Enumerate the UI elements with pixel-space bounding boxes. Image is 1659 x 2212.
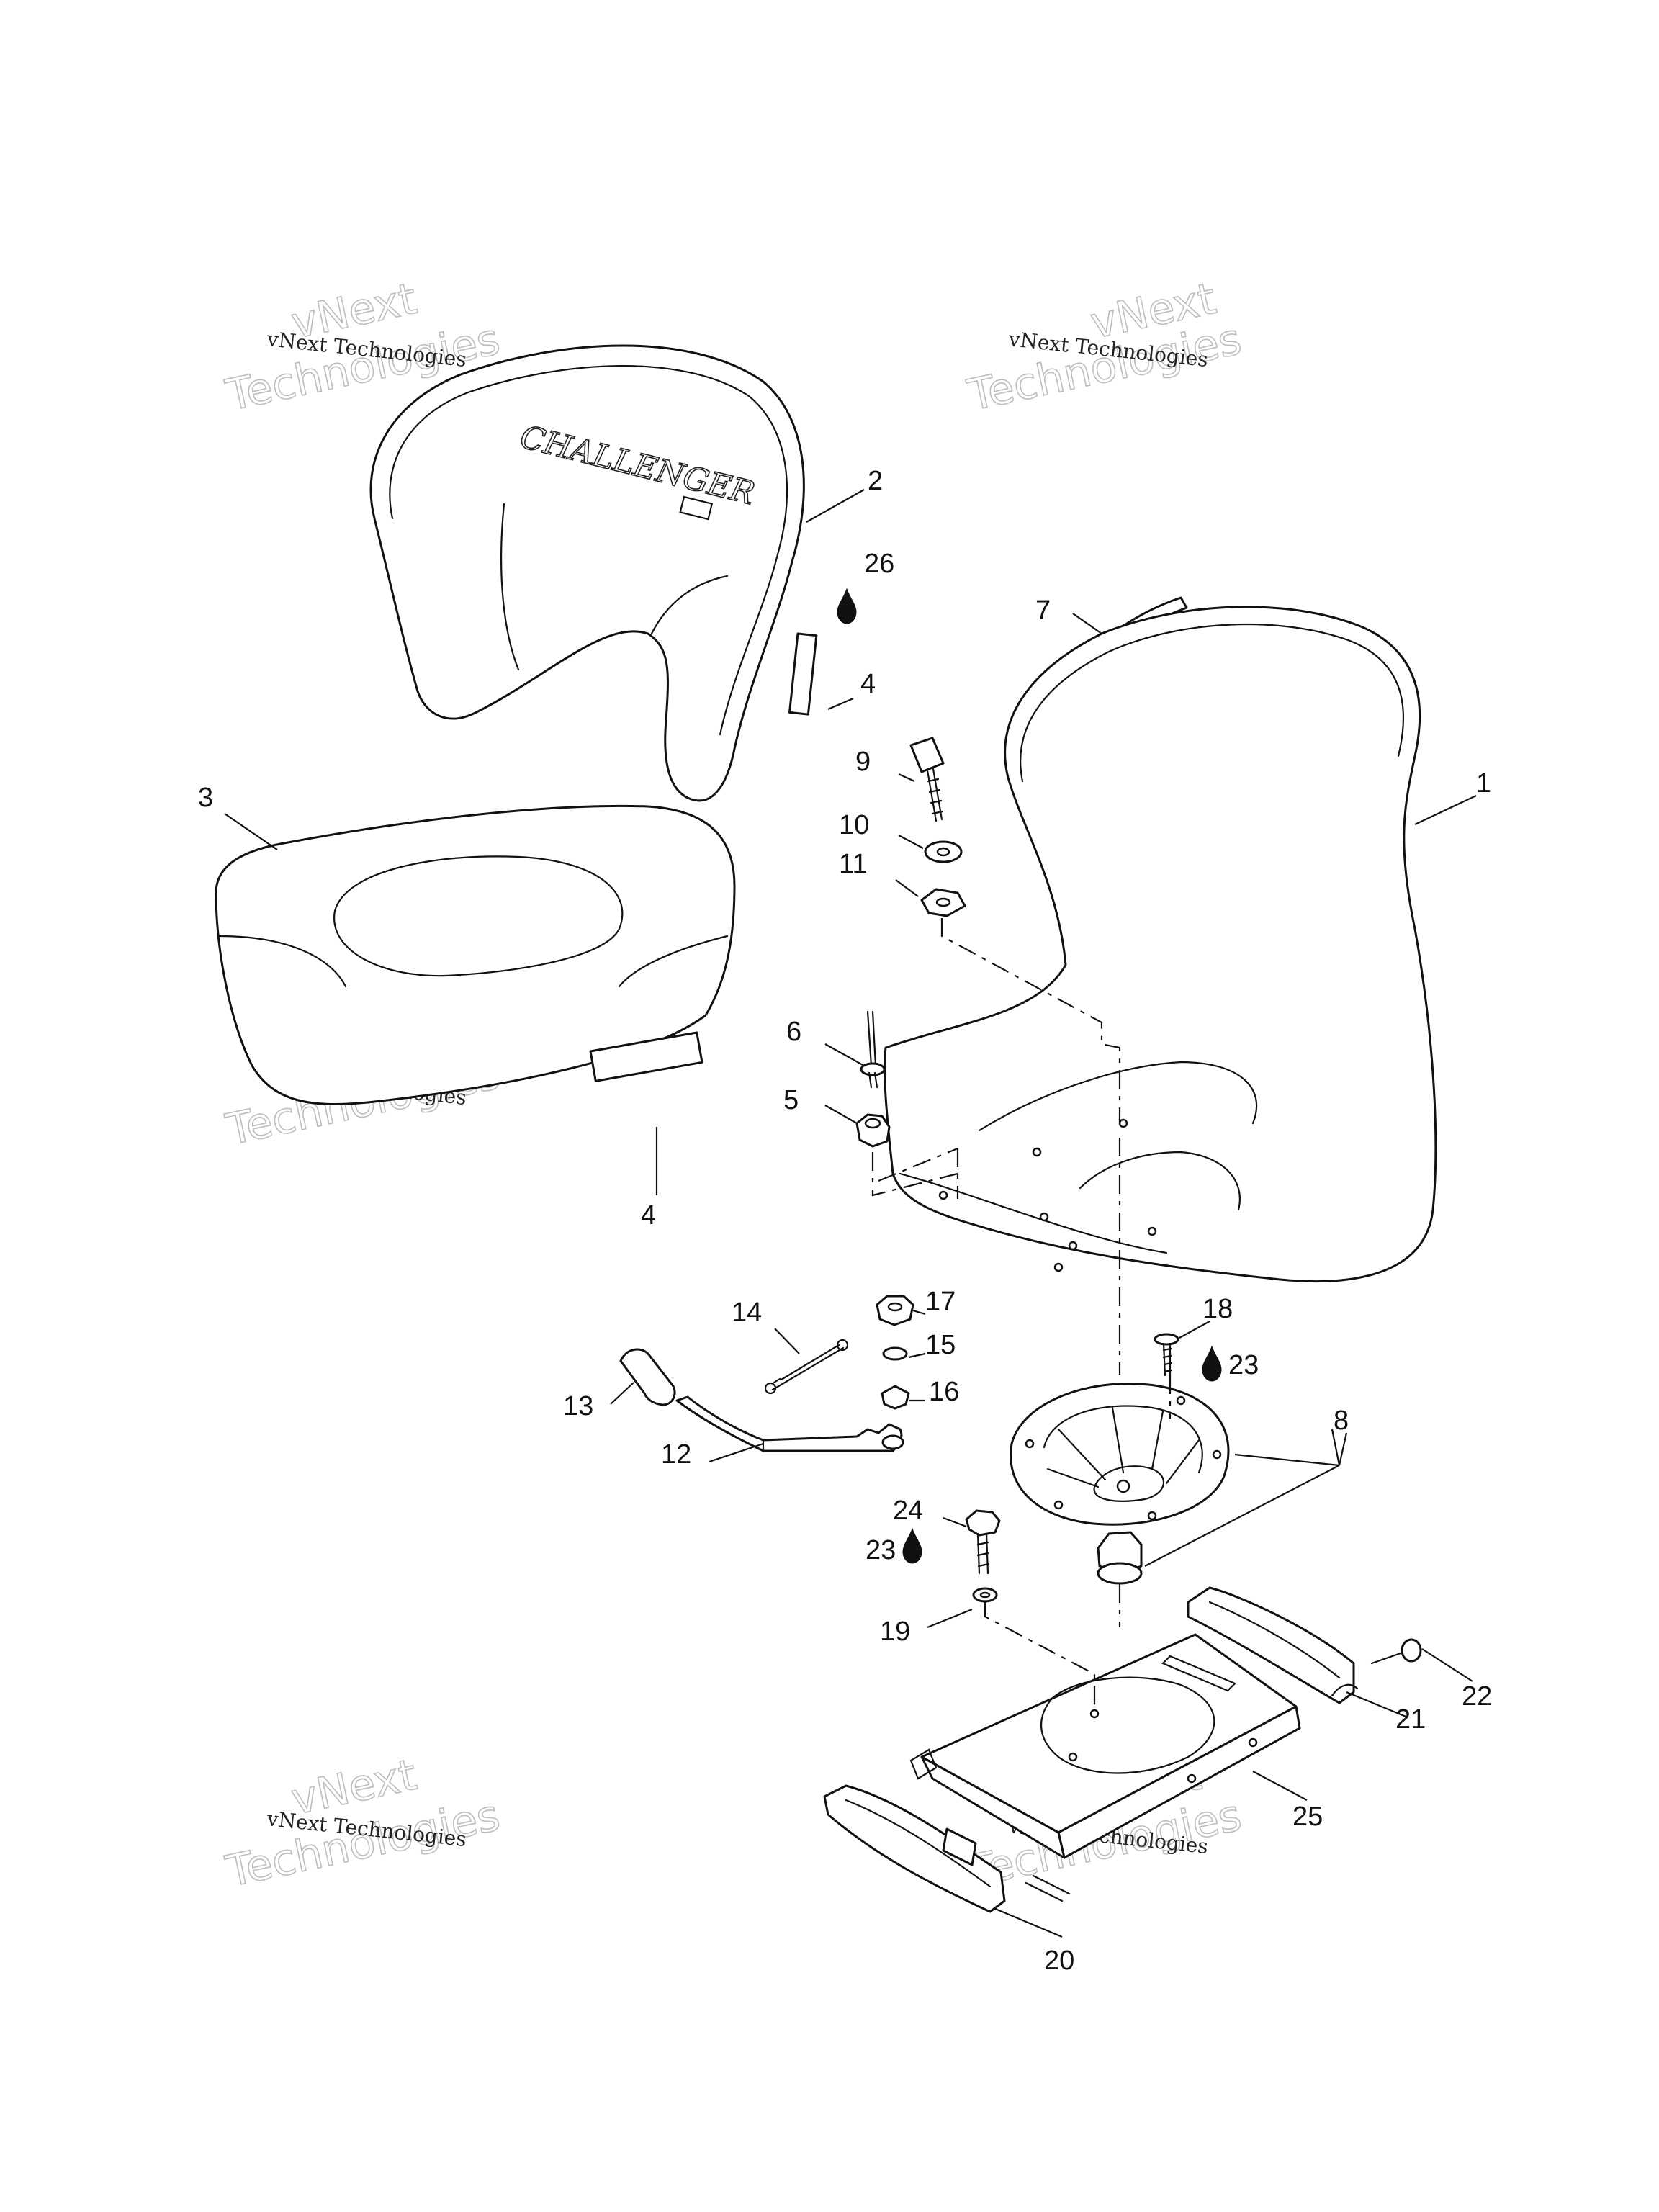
callout-9: 9 bbox=[855, 747, 871, 777]
callout-23-lower: 23 bbox=[866, 1535, 896, 1565]
leader-lines bbox=[224, 489, 1477, 1938]
callout-3: 3 bbox=[198, 783, 213, 813]
callout-7: 7 bbox=[1035, 595, 1051, 626]
seat-base-plate bbox=[909, 1633, 1301, 1859]
lubricant-drop-icon bbox=[837, 588, 857, 624]
swivel-bushing bbox=[1097, 1531, 1143, 1585]
callout-4-lower: 4 bbox=[641, 1200, 656, 1231]
seat-pan bbox=[884, 606, 1437, 1282]
callout-17: 17 bbox=[925, 1287, 956, 1317]
callout-20: 20 bbox=[1044, 1946, 1074, 1976]
lubricant-drop-icon bbox=[1202, 1345, 1222, 1382]
callout-16: 16 bbox=[929, 1377, 959, 1407]
callout-12: 12 bbox=[661, 1439, 691, 1470]
seat-cushion bbox=[215, 804, 736, 1105]
assembly-lines bbox=[871, 918, 1172, 1710]
washer-15 bbox=[882, 1346, 908, 1361]
callout-18: 18 bbox=[1202, 1294, 1233, 1324]
callout-22: 22 bbox=[1462, 1681, 1492, 1712]
watermark-top-right: vNext Technologies vNext Technologies bbox=[963, 273, 1246, 422]
label-decal-upper bbox=[788, 632, 818, 716]
nut-5 bbox=[855, 1113, 891, 1148]
bolt-9 bbox=[909, 737, 945, 822]
callout-24: 24 bbox=[893, 1496, 923, 1526]
lever-12 bbox=[675, 1395, 904, 1452]
callout-23-upper: 23 bbox=[1228, 1350, 1259, 1380]
swivel-plate bbox=[1010, 1382, 1230, 1526]
callout-numbers: 1 2 3 4 4 5 6 7 8 9 10 11 12 13 14 15 16… bbox=[198, 466, 1492, 1976]
bolt-24 bbox=[965, 1509, 1001, 1575]
slide-rail-left bbox=[823, 1784, 1071, 1913]
callout-11: 11 bbox=[839, 849, 867, 879]
callout-1: 1 bbox=[1476, 768, 1491, 799]
lubricant-drop-icon bbox=[902, 1527, 922, 1564]
screw-18 bbox=[1154, 1333, 1179, 1377]
callout-8: 8 bbox=[1334, 1406, 1349, 1436]
watermark-bottom-left: vNext Technologies vNext Technologies bbox=[221, 1749, 505, 1898]
label-decal-lower bbox=[589, 1031, 703, 1082]
back-cushion: CHALLENGER bbox=[369, 344, 805, 802]
callout-26: 26 bbox=[864, 549, 894, 579]
callout-6: 6 bbox=[786, 1017, 801, 1047]
callout-14: 14 bbox=[732, 1298, 762, 1328]
callout-5: 5 bbox=[783, 1085, 799, 1115]
callout-21: 21 bbox=[1395, 1704, 1426, 1735]
slide-rail-right bbox=[1187, 1586, 1359, 1704]
callout-4-upper: 4 bbox=[860, 669, 876, 699]
callout-13: 13 bbox=[563, 1391, 593, 1421]
callout-25: 25 bbox=[1292, 1802, 1323, 1832]
rivet-22 bbox=[1370, 1638, 1422, 1665]
callout-19: 19 bbox=[880, 1617, 910, 1647]
spring-14 bbox=[764, 1339, 849, 1395]
callout-15: 15 bbox=[925, 1330, 956, 1360]
rivet-6 bbox=[860, 1010, 886, 1089]
callout-2: 2 bbox=[868, 466, 883, 496]
handle-grip-13 bbox=[619, 1348, 676, 1406]
callout-10: 10 bbox=[839, 810, 869, 840]
washer-16 bbox=[881, 1385, 910, 1410]
